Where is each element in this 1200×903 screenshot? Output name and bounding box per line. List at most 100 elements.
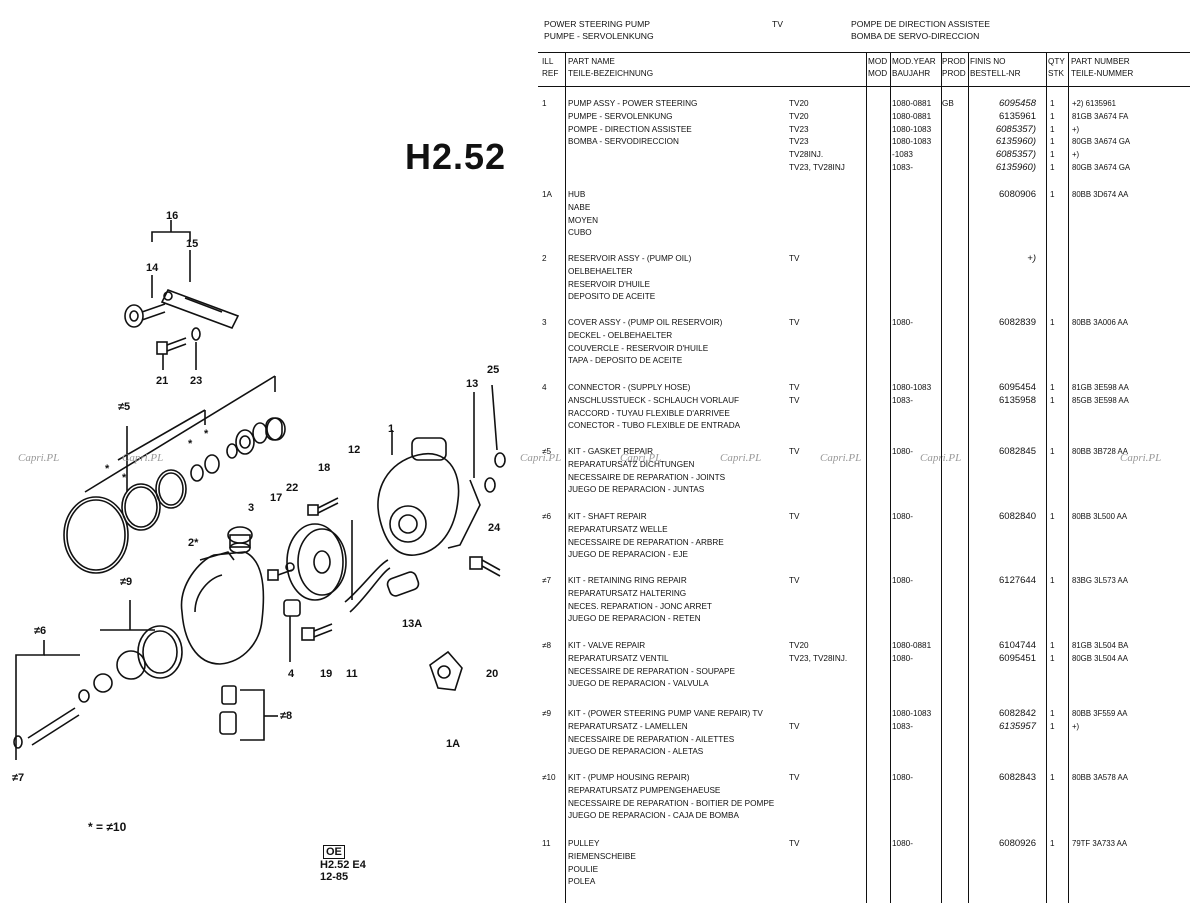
- part-number-line: 80BB 3B728 AA: [1072, 447, 1128, 456]
- callout-13: 13: [466, 378, 479, 390]
- finis-number-line: 6104744: [999, 640, 1036, 651]
- legend-star-note: * = ≠10: [88, 820, 127, 834]
- callout-star-1: *: [105, 463, 110, 475]
- ill-ref: 1A: [542, 190, 553, 199]
- ill-ref: ≠6: [542, 512, 552, 521]
- part-name-line: POMPE - DIRECTION ASSISTEE: [568, 124, 692, 134]
- model-line: TV: [789, 512, 800, 521]
- model-line: TV: [789, 254, 800, 263]
- model: TV: [789, 838, 799, 851]
- callout-star-3: *: [188, 438, 193, 450]
- part-name-line: PUMP ASSY - POWER STEERING: [568, 99, 698, 108]
- finis-number-line: 6082840: [999, 511, 1036, 522]
- qty: 1: [1050, 511, 1055, 524]
- watermark: Capri.PL: [1120, 452, 1162, 464]
- mod-year-line: 1080-0881: [892, 99, 932, 108]
- part-name-line: DECKEL - OELBEHAELTER: [568, 330, 673, 340]
- mod-year: 1080-: [892, 838, 913, 851]
- mod-year-line: 1083-: [892, 162, 913, 172]
- part-name-line: CONECTOR - TUBO FLEXIBLE DE ENTRADA: [568, 421, 741, 431]
- ill-ref: ≠9: [542, 709, 552, 718]
- model: TV: [789, 575, 799, 588]
- model-code: TV: [772, 19, 783, 29]
- qty-line: 1: [1050, 111, 1055, 121]
- ill-ref: 11: [542, 839, 551, 848]
- finis-number: 6080906: [968, 189, 1036, 202]
- part-number-line: 80GB 3A674 GA: [1072, 137, 1131, 147]
- mod-year-line: 1080-1083: [892, 124, 932, 134]
- callout-star-2: *: [122, 472, 127, 484]
- watermark: Capri.PL: [820, 452, 862, 464]
- callout-18: 18: [318, 462, 331, 474]
- part-number-line: 80BB 3A578 AA: [1072, 773, 1128, 782]
- part-name: CONNECTOR - (SUPPLY HOSE)ANSCHLUSSTUECK …: [568, 382, 740, 433]
- callout-14: 14: [146, 262, 159, 274]
- finis-number-line: 6080906: [999, 189, 1036, 200]
- part-name-line: JUEGO DE REPARACION - CAJA DE BOMBA: [568, 811, 739, 821]
- part-name-line: RESERVOIR ASSY - (PUMP OIL): [568, 254, 692, 263]
- col-divider: [1068, 52, 1069, 903]
- model-line: TV: [789, 395, 800, 405]
- part-number-line: 81GB 3E598 AA: [1072, 383, 1129, 392]
- finis-number-line: 6127644: [999, 575, 1036, 586]
- title-de: PUMPE - SERVOLENKUNG: [544, 31, 654, 41]
- diagram-reference: OE H2.52 E4 12-85: [320, 845, 366, 883]
- mod-year-line: 1080-: [892, 839, 913, 848]
- part-number-line: 80BB 3L500 AA: [1072, 512, 1128, 521]
- part-name-line: MOYEN: [568, 215, 599, 225]
- part-name: COVER ASSY - (PUMP OIL RESERVOIR)DECKEL …: [568, 317, 722, 368]
- callout-k8: ≠8: [280, 710, 293, 722]
- finis-number: 6082839: [968, 317, 1036, 330]
- col-divider: [1046, 52, 1047, 903]
- callout-1: 1: [388, 423, 395, 435]
- callout-17: 17: [270, 492, 283, 504]
- callout-k9: ≠9: [120, 576, 133, 588]
- table-top-rule: [538, 52, 1190, 53]
- watermark: Capri.PL: [720, 452, 762, 464]
- callout-15: 15: [186, 238, 199, 250]
- mod-year: 1080-: [892, 446, 913, 459]
- part-name-line: POLEA: [568, 877, 596, 887]
- finis-number-line: 6085357): [995, 149, 1036, 161]
- watermark: Capri.PL: [620, 452, 662, 464]
- part-number-line: 80BB 3A006 AA: [1072, 318, 1128, 327]
- part-name-line: JUEGO DE REPARACION - RETEN: [568, 614, 701, 624]
- mod-year: 1080-: [892, 772, 913, 785]
- qty-line: 1: [1050, 137, 1055, 147]
- part-name-line: TAPA - DEPOSITO DE ACEITE: [568, 356, 683, 366]
- callout-23: 23: [190, 375, 203, 387]
- callout-k5: ≠5: [118, 401, 131, 413]
- model: TV: [789, 708, 799, 734]
- finis-number-line: 6080926: [999, 838, 1036, 849]
- finis-number-line: 6135961: [999, 110, 1036, 122]
- callout-2: 2*: [188, 537, 199, 549]
- finis-number: 6127644: [968, 575, 1036, 588]
- callout-1a: 1A: [446, 738, 461, 750]
- qty: 1: [1050, 575, 1055, 588]
- callout-k7: ≠7: [12, 772, 25, 784]
- qty: 1: [1050, 317, 1055, 330]
- part-name-line: BOMBA - SERVODIRECCION: [568, 137, 679, 147]
- part-number: 79TF 3A733 AA: [1072, 838, 1127, 851]
- ill-ref: 2: [542, 254, 547, 263]
- qty-line: 1: [1050, 447, 1055, 456]
- part-number-line: 81GB 3L504 BA: [1072, 641, 1129, 650]
- part-name-line: PULLEY: [568, 839, 600, 848]
